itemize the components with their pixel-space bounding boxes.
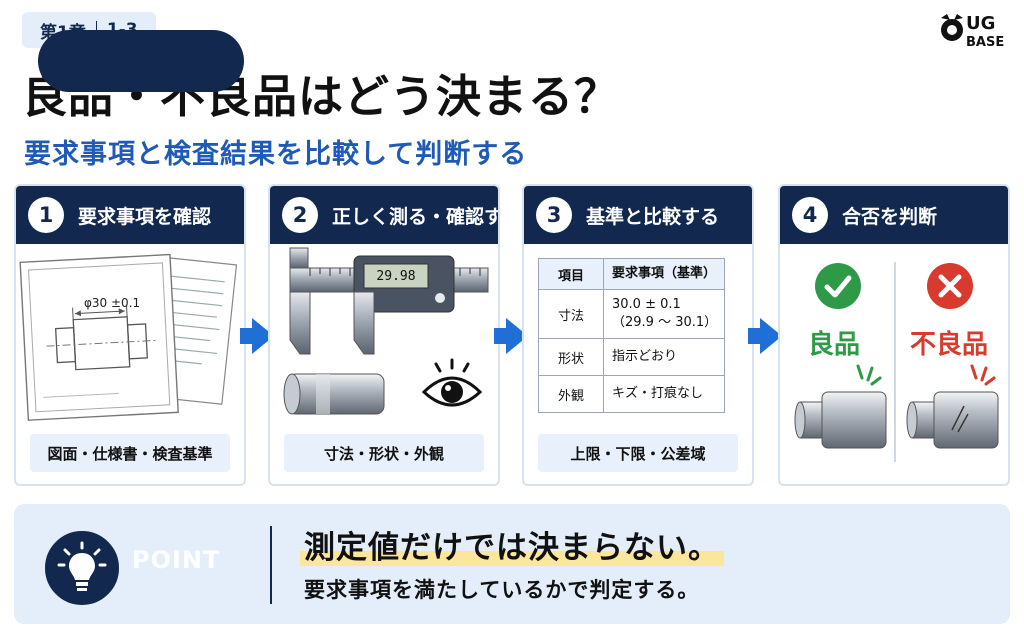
page-subtitle: 要求事項と検査結果を比較して判断する: [24, 139, 528, 170]
arrow-right-icon: [748, 318, 782, 354]
table-cell-line: 30.0 ± 0.1: [612, 297, 681, 312]
step-body-1: φ30 ±0.1: [16, 244, 244, 484]
step-body-3: 項目 要求事項（基準） 寸法 30.0 ± 0.1 （29.9 ～ 30.1） …: [524, 244, 752, 484]
drawing-dimension-label: φ30 ±0.1: [84, 296, 141, 310]
table-cell-value: キズ・打痕なし: [603, 375, 725, 413]
step-title-3: 基準と比較する: [586, 205, 720, 228]
step-title-2: 正しく測る・確認する: [332, 205, 498, 228]
drawing-documents-icon: [19, 253, 238, 421]
step-number-4: 4: [792, 197, 828, 233]
step-number-1: 1: [28, 197, 64, 233]
result-divider: [894, 262, 896, 462]
cross-circle-icon: [927, 263, 973, 309]
point-sub-text: 要求事項を満たしているかで判定する。: [304, 578, 700, 602]
step-card-4: 4 合否を判断 良品 不良品: [778, 184, 1010, 486]
table-row: 形状 指示どおり: [538, 338, 725, 376]
point-badge: [38, 30, 244, 92]
step-header-4: 4 合否を判断: [780, 186, 1008, 244]
logo-text-top: UG: [966, 13, 995, 34]
table-cell-item: 形状: [538, 338, 604, 376]
step-caption-3: 上限・下限・公差域: [538, 434, 738, 472]
table-cell-value: 30.0 ± 0.1 （29.9 ～ 30.1）: [603, 289, 725, 339]
inspection-parts-icon: [794, 364, 999, 449]
step-title-4: 合否を判断: [842, 205, 938, 228]
eye-icon: [421, 358, 483, 407]
table-cell-item: 寸法: [538, 289, 604, 339]
step-number-2: 2: [282, 197, 318, 233]
table-header-cell: 要求事項（基準）: [603, 258, 725, 290]
table-row: 外観 キズ・打痕なし: [538, 375, 725, 413]
bad-label: 不良品: [910, 330, 989, 360]
light-bulb-icon: [42, 528, 122, 608]
table-cell-line: （29.9 ～ 30.1）: [612, 315, 718, 330]
step-card-3: 3 基準と比較する 項目 要求事項（基準） 寸法 30.0 ± 0.1 （29.…: [522, 184, 754, 486]
good-label: 良品: [808, 330, 861, 360]
point-label: POINT: [132, 546, 221, 574]
table-cell-item: 外観: [538, 375, 604, 413]
step-title-1: 要求事項を確認: [78, 205, 212, 228]
step-caption-1: 図面・仕様書・検査基準: [30, 434, 230, 472]
step-header-3: 3 基準と比較する: [524, 186, 752, 244]
step-card-2: 2 正しく測る・確認する: [268, 184, 500, 486]
point-main-text: 測定値だけでは決まらない。: [300, 522, 724, 567]
table-header-row: 項目 要求事項（基準）: [538, 258, 725, 290]
step-body-2: 29.98: [270, 244, 498, 484]
caliper-icon: [283, 247, 489, 415]
spec-table: 項目 要求事項（基準） 寸法 30.0 ± 0.1 （29.9 ～ 30.1） …: [538, 258, 725, 413]
logo-text-bottom: BASE: [966, 35, 1004, 50]
check-circle-icon: [815, 263, 861, 309]
step-number-3: 3: [536, 197, 572, 233]
table-header-cell: 項目: [538, 258, 604, 290]
table-cell-value: 指示どおり: [603, 338, 725, 376]
step-header-1: 1 要求事項を確認: [16, 186, 244, 244]
step-header-2: 2 正しく測る・確認する: [270, 186, 498, 244]
point-divider: [270, 526, 272, 604]
step-card-1: 1 要求事項を確認: [14, 184, 246, 486]
step-caption-2: 寸法・形状・外観: [284, 434, 484, 472]
table-row: 寸法 30.0 ± 0.1 （29.9 ～ 30.1）: [538, 289, 725, 339]
step-body-4: 良品 不良品: [780, 244, 1008, 484]
caliper-display-value: 29.98: [376, 268, 416, 284]
point-highlight: 測定値だけでは決まらない。: [300, 530, 724, 566]
ug-base-logo: UG BASE: [941, 13, 1004, 50]
